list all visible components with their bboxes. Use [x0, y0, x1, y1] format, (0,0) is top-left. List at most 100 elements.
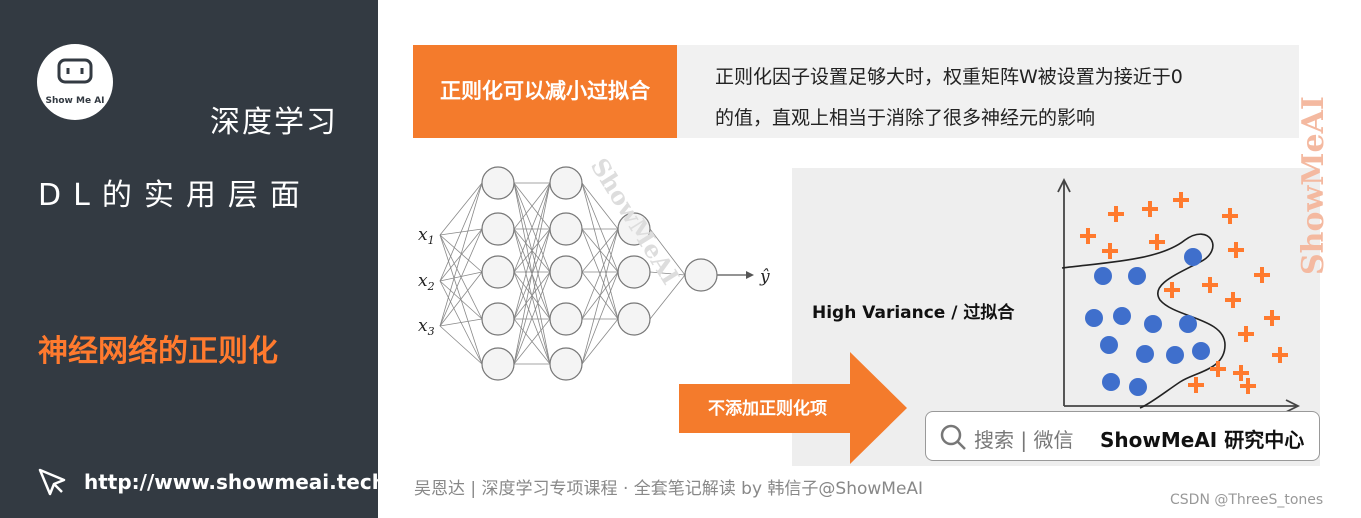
network-edge — [513, 182, 551, 273]
class-b-point — [1173, 192, 1189, 208]
search-icon — [940, 424, 966, 450]
network-edge — [513, 182, 551, 320]
class-b-point — [1222, 208, 1238, 224]
sidebar: Show Me AI 深度学习 DL的实用层面 神经网络的正则化 http://… — [0, 0, 393, 518]
class-b-point — [1164, 282, 1180, 298]
wechat-search-box[interactable]: 搜索 | 微信 ShowMeAI 研究中心 — [925, 411, 1320, 461]
network-edges — [439, 182, 754, 365]
header-tag: 正则化可以减小过拟合 — [413, 45, 677, 138]
class-a-point — [1094, 267, 1112, 285]
network-edge — [581, 271, 619, 365]
class-b-point — [1102, 243, 1118, 259]
class-a-point — [1113, 307, 1131, 325]
network-edge — [439, 182, 483, 236]
network-neuron — [481, 166, 515, 200]
network-edge — [581, 228, 619, 320]
class-a-point — [1184, 248, 1202, 266]
class-b-point — [1149, 234, 1165, 250]
showmeai-logo: Show Me AI — [37, 44, 113, 120]
svg-text:ShowMeAI: ShowMeAI — [1296, 96, 1331, 275]
class-a-point — [1166, 346, 1184, 364]
network-neuron — [549, 212, 583, 246]
network-edge — [439, 325, 483, 365]
network-neuron — [549, 255, 583, 289]
class-b-point — [1254, 267, 1270, 283]
network-edge — [581, 182, 619, 273]
network-edge — [439, 271, 483, 327]
network-edge — [581, 182, 619, 230]
cursor-icon — [38, 468, 66, 496]
output-arrowhead — [746, 271, 754, 279]
plot-label: High Variance / 过拟合 — [812, 303, 1015, 323]
description-line-2: 的值，直观上相当于消除了很多神经元的影响 — [715, 107, 1096, 129]
orange-arrow — [679, 352, 907, 464]
plot-pluses — [1080, 192, 1288, 394]
logo-text: Show Me AI — [45, 96, 105, 106]
network-neuron — [684, 258, 718, 292]
network-neuron — [549, 347, 583, 381]
network-edge — [439, 318, 483, 327]
class-a-point — [1085, 309, 1103, 327]
network-edge — [649, 274, 686, 320]
class-a-point — [1136, 345, 1154, 363]
network-neuron — [617, 255, 651, 289]
class-a-point — [1100, 336, 1118, 354]
arrow-label: 不添加正则化项 — [708, 398, 827, 419]
output-label: ŷ — [759, 267, 770, 287]
network-neuron — [617, 212, 651, 246]
network-edge — [513, 182, 551, 230]
section-topic: 神经网络的正则化 — [38, 334, 278, 369]
class-a-point — [1179, 315, 1197, 333]
network-edge — [439, 182, 483, 327]
input-label-x1: x1 — [418, 225, 435, 247]
class-b-point — [1240, 378, 1256, 394]
network-neuron — [549, 302, 583, 336]
class-b-point — [1202, 277, 1218, 293]
network-neuron — [617, 302, 651, 336]
input-label-x2: x2 — [418, 271, 435, 293]
network-neuron — [549, 166, 583, 200]
class-a-point — [1192, 342, 1210, 360]
class-b-point — [1142, 201, 1158, 217]
class-a-point — [1102, 373, 1120, 391]
network-neuron — [481, 212, 515, 246]
network-edge — [513, 182, 551, 365]
network-edge — [581, 228, 619, 365]
search-brand: ShowMeAI 研究中心 — [1100, 428, 1305, 452]
class-b-point — [1080, 228, 1096, 244]
network-edge — [439, 182, 483, 282]
course-title: 深度学习 — [210, 105, 338, 140]
network-edge — [649, 271, 686, 276]
class-a-point — [1144, 315, 1162, 333]
class-b-point — [1228, 242, 1244, 258]
network-neuron — [481, 302, 515, 336]
network-edge — [581, 318, 619, 365]
vertical-watermark: ShowMeAI — [1296, 96, 1331, 275]
network-edge — [513, 318, 551, 365]
plot-dots — [1085, 248, 1210, 396]
network-nodes — [481, 166, 718, 381]
network-neuron — [481, 347, 515, 381]
network-edge — [513, 228, 551, 365]
class-b-point — [1264, 310, 1280, 326]
csdn-watermark: CSDN @ThreeS_tones — [1170, 492, 1324, 508]
network-edge — [649, 228, 686, 276]
class-a-point — [1128, 267, 1146, 285]
network-edge — [439, 228, 483, 327]
description-line-1: 正则化因子设置足够大时，权重矩阵W被设置为接近于0 — [715, 66, 1183, 88]
network-edge — [513, 271, 551, 365]
header-description: 正则化因子设置足够大时，权重矩阵W被设置为接近于0 的值，直观上相当于消除了很多… — [677, 45, 1299, 138]
class-b-point — [1225, 292, 1241, 308]
network-edge — [439, 280, 483, 320]
class-b-point — [1272, 347, 1288, 363]
search-prompt: 搜索 | 微信 — [974, 428, 1074, 452]
class-b-point — [1238, 326, 1254, 342]
decision-boundary — [1061, 233, 1226, 409]
input-label-x3: x3 — [418, 316, 435, 338]
class-b-point — [1188, 377, 1204, 393]
plot-y-axis-arrow — [1057, 177, 1071, 193]
chapter-title: DL的实用层面 — [38, 178, 312, 213]
site-url-link[interactable]: http://www.showmeai.tech/ — [84, 470, 394, 494]
network-edge — [581, 228, 619, 273]
